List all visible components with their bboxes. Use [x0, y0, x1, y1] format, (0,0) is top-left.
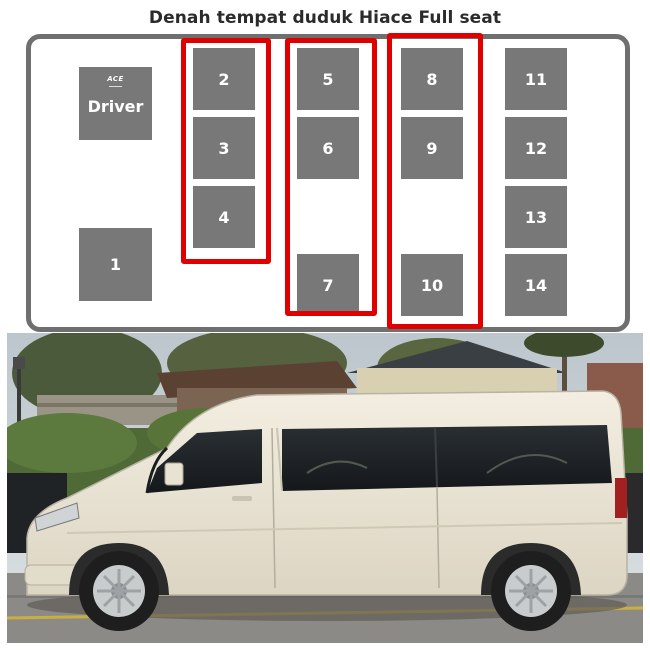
seat-7: 7 — [297, 254, 359, 316]
van-photo-illustration — [7, 333, 643, 643]
seat-5: 5 — [297, 48, 359, 110]
seat-4: 4 — [193, 186, 255, 248]
highlight-row-8-10 — [387, 33, 483, 329]
seat-2: 2 — [193, 48, 255, 110]
seat-6: 6 — [297, 117, 359, 179]
seat-11: 11 — [505, 48, 567, 110]
driver-seat-label: Driver — [87, 97, 144, 116]
seat-8: 8 — [401, 48, 463, 110]
seat-14: 14 — [505, 254, 567, 316]
driver-seat: ACE Driver — [79, 67, 152, 140]
page-title: Denah tempat duduk Hiace Full seat — [148, 8, 502, 28]
highlight-row-2-4 — [181, 38, 271, 264]
driver-seat-logo: ACE — [107, 75, 124, 83]
seat-13: 13 — [505, 186, 567, 248]
logo-underline — [109, 86, 122, 87]
seat-3: 3 — [193, 117, 255, 179]
highlight-row-5-7 — [285, 38, 377, 316]
seat-10: 10 — [401, 254, 463, 316]
seat-9: 9 — [401, 117, 463, 179]
seat-1: 1 — [79, 228, 152, 301]
seat-12: 12 — [505, 117, 567, 179]
van-photo — [7, 333, 643, 643]
